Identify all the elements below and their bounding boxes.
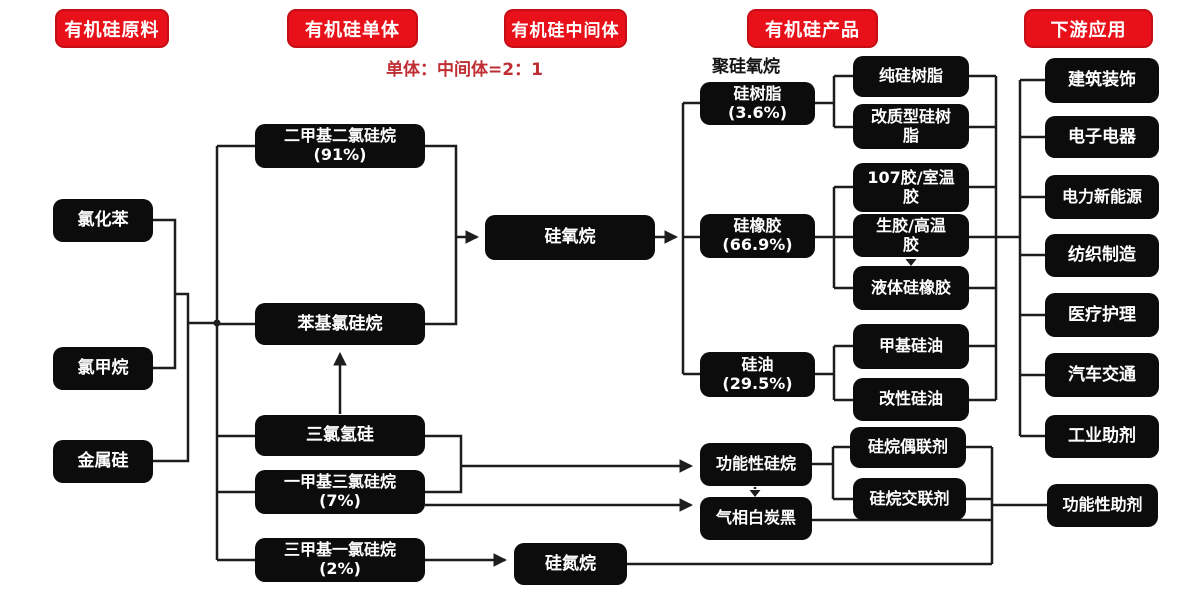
node-pct: (91%) [313,145,367,164]
node-label: 电力新能源 [1061,186,1142,206]
node-label: 纺织制造 [1068,245,1136,266]
node-label: 气相白炭黑 [715,508,796,528]
header-label: 有机硅原料 [64,19,160,41]
node-label: 硅烷交联剂 [869,488,950,508]
header-label: 有机硅产品 [765,19,860,41]
node-label: 三氯氢硅 [306,425,374,446]
node-silicone-oil: 硅油(29.5%) [700,352,815,397]
node-chlorobenzene: 氯化苯 [53,199,153,242]
header-downstream: 下游应用 [1024,9,1153,48]
node-silicon-metal: 金属硅 [53,440,153,483]
node-label: 工业助剂 [1068,426,1136,447]
node-power-new-energy: 电力新能源 [1045,175,1159,219]
node-label: 汽车交通 [1068,364,1136,385]
node-automotive-transport: 汽车交通 [1045,353,1159,397]
node-label: 功能性硅烷 [715,454,796,474]
node-trimethylchlorosilane: 三甲基一氯硅烷(2%) [255,538,425,582]
node-textile-manufacturing: 纺织制造 [1045,234,1159,277]
node-industrial-additives: 工业助剂 [1045,415,1159,458]
node-label: 氯化苯 [77,210,129,231]
node-label: 二甲基二氯硅烷 [283,126,396,146]
node-label: 硅油 [741,354,774,374]
node-dimethyldichlorosilane: 二甲基二氯硅烷(91%) [255,124,425,168]
header-monomers: 有机硅单体 [287,9,418,48]
node-pct: (7%) [319,491,361,510]
node-label: 金属硅 [77,451,129,472]
node-methyltrichlorosilane: 一甲基三氯硅烷(7%) [255,470,425,514]
node-rtv-107-adhesive: 107胶/室温 胶 [853,163,969,212]
node-construction-decoration: 建筑装饰 [1045,58,1159,103]
node-label: 三甲基一氯硅烷 [283,540,396,560]
node-siloxane: 硅氧烷 [485,215,655,260]
header-label: 有机硅单体 [305,19,400,41]
node-label: 一甲基三氯硅烷 [283,472,396,492]
node-silicone-resin: 硅树脂(3.6%) [700,82,815,125]
node-functional-silane: 功能性硅烷 [700,443,812,486]
node-label: 硅树脂 [733,83,782,103]
node-pct: (66.9%) [722,235,793,254]
node-label: 甲基硅油 [878,336,943,356]
node-modified-silicone-resin: 改质型硅树 脂 [853,104,969,149]
header-label: 有机硅中间体 [511,21,620,41]
node-pct: (29.5%) [722,373,793,393]
node-label: 硅烷偶联剂 [867,437,948,457]
node-label: 功能性助剂 [1062,495,1143,515]
node-label: 硅橡胶 [733,216,782,236]
node-silane-crosslinking-agent: 硅烷交联剂 [853,478,966,520]
header-intermediates: 有机硅中间体 [504,9,627,48]
node-fumed-silica: 气相白炭黑 [700,497,812,540]
node-silicone-rubber: 硅橡胶(66.9%) [700,214,815,258]
node-label: 改性硅油 [878,389,943,409]
node-silazane: 硅氮烷 [514,543,627,585]
node-pct: (3.6%) [728,102,787,122]
polysiloxane-label: 聚硅氧烷 [712,57,780,77]
node-label: 液体硅橡胶 [870,277,951,297]
node-label: 氯甲烷 [77,358,129,379]
node-label: 硅氮烷 [545,553,596,574]
node-label: 生胶/高温 胶 [876,215,946,254]
node-label: 建筑装饰 [1068,70,1136,91]
monomer-intermediate-ratio-note: 单体：中间体=2：1 [386,60,543,80]
node-functional-additives: 功能性助剂 [1047,484,1158,527]
node-modified-silicone-oil: 改性硅油 [853,378,969,421]
node-label: 苯基氯硅烷 [297,313,383,334]
node-pure-silicone-resin: 纯硅树脂 [853,56,969,97]
node-phenylchlorosilane: 苯基氯硅烷 [255,303,425,345]
header-label: 下游应用 [1050,19,1127,41]
node-label: 硅氧烷 [544,227,596,248]
node-label: 医疗护理 [1068,304,1136,325]
node-medical-care: 医疗护理 [1045,293,1159,337]
node-raw-htv-adhesive: 生胶/高温 胶 [853,214,969,257]
node-label: 纯硅树脂 [878,66,943,86]
node-liquid-silicone-rubber: 液体硅橡胶 [853,266,969,310]
node-chloromethane: 氯甲烷 [53,347,153,390]
node-label: 107胶/室温 胶 [867,167,955,206]
header-products: 有机硅产品 [747,9,878,48]
node-trichlorosilane: 三氯氢硅 [255,415,425,456]
node-silane-coupling-agent: 硅烷偶联剂 [850,427,966,468]
node-methyl-silicone-oil: 甲基硅油 [853,324,969,369]
header-raw-materials: 有机硅原料 [55,9,169,48]
node-label: 电子电器 [1068,126,1136,147]
node-label: 改质型硅树 脂 [870,106,951,145]
node-electronics-appliances: 电子电器 [1045,116,1159,158]
node-pct: (2%) [319,559,361,578]
